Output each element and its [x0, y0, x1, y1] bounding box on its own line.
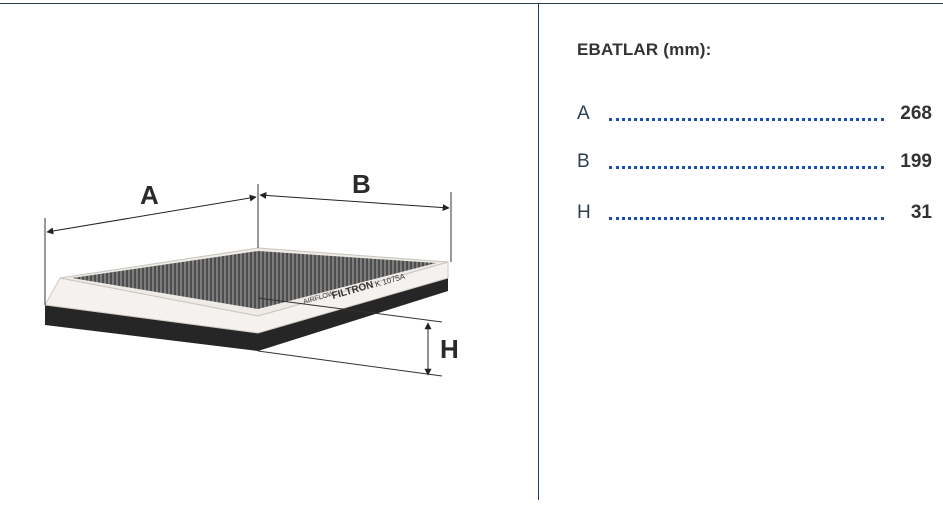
dotted-leader [609, 118, 884, 121]
filter-dimension-diagram: AIRFLOW FILTRON K 1075A A B H [0, 4, 538, 500]
dimension-value: 31 [910, 202, 932, 223]
filter-bottom-seal [45, 278, 448, 351]
dimension-arrow-a [46, 194, 257, 235]
top-border-line [0, 3, 943, 4]
column-divider [538, 3, 539, 500]
filter-drawing: AIRFLOW FILTRON K 1075A A B H [44, 169, 459, 377]
dimension-label-a: A [140, 180, 159, 210]
extension-line-h-top [257, 297, 443, 323]
dotted-leader [609, 166, 884, 169]
dimension-label-b: B [352, 169, 371, 199]
filter-pleated-media [72, 251, 436, 309]
dotted-leader [609, 217, 884, 220]
dimensions-title: EBATLAR (mm): [577, 40, 712, 59]
dimension-key: H [577, 202, 591, 223]
dimension-arrow-b [259, 191, 450, 212]
dimension-label-h: H [440, 334, 459, 364]
extension-line-h-bottom [257, 350, 443, 377]
dimensions-panel: EBATLAR (mm): A 268 B 199 H 31 [577, 0, 937, 500]
dimension-key: B [577, 151, 590, 172]
dimension-row-h: H 31 [577, 201, 932, 225]
dimension-value: 199 [900, 151, 932, 172]
dimension-row-a: A 268 [577, 102, 932, 126]
dimension-value: 268 [900, 103, 932, 124]
dimension-row-b: B 199 [577, 150, 932, 174]
dimension-key: A [577, 103, 590, 124]
